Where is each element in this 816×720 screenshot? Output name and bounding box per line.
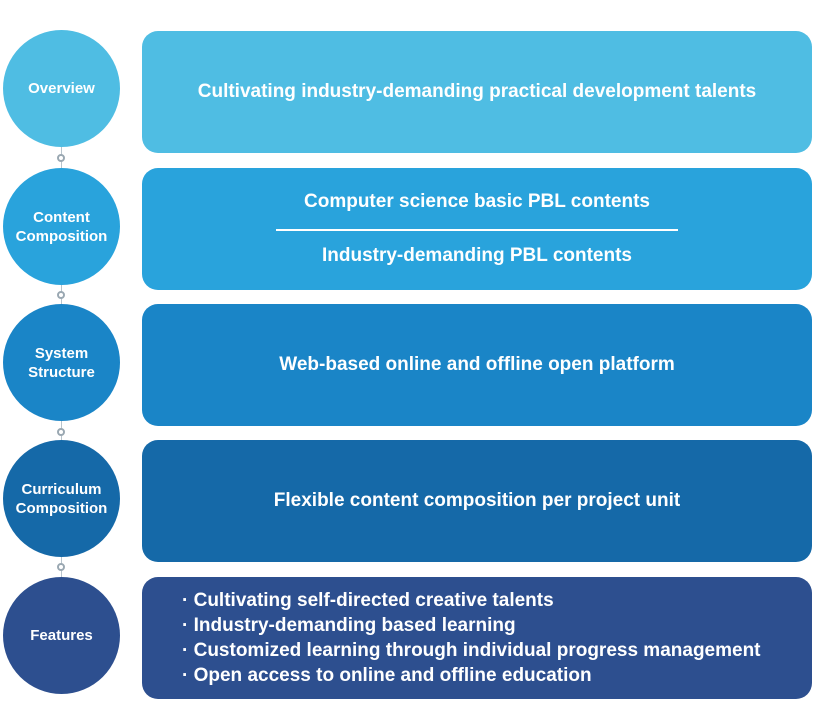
feature-item: · Customized learning through individual… xyxy=(182,640,761,661)
connector-dot xyxy=(57,291,65,299)
feature-item: · Open access to online and offline educ… xyxy=(182,665,592,686)
connector-dot xyxy=(57,563,65,571)
content-composition-circle: Content Composition xyxy=(3,168,120,285)
overview-label: Overview xyxy=(28,80,95,97)
content-composition-text-2: Industry-demanding PBL contents xyxy=(321,245,632,266)
curriculum-composition-box: Flexible content composition per project… xyxy=(142,440,812,562)
features-label: Features xyxy=(30,627,93,644)
system-structure-circle: System Structure xyxy=(3,304,120,421)
features-box: · Cultivating self-directed creative tal… xyxy=(142,577,812,699)
content-composition-label: Content Composition xyxy=(15,208,108,245)
curriculum-composition-text: Flexible content composition per project… xyxy=(273,490,681,511)
curriculum-composition-label: Curriculum Composition xyxy=(15,480,108,517)
curriculum-composition-circle: Curriculum Composition xyxy=(3,440,120,557)
features-list: · Cultivating self-directed creative tal… xyxy=(182,588,772,688)
system-structure-text: Web-based online and offline open platfo… xyxy=(279,354,675,375)
content-composition-box: Computer science basic PBL contents Indu… xyxy=(142,168,812,290)
connector-dot xyxy=(57,154,65,162)
system-structure-box: Web-based online and offline open platfo… xyxy=(142,304,812,426)
content-composition-text-1: Computer science basic PBL contents xyxy=(304,191,650,212)
content-divider xyxy=(276,229,678,231)
connector-dot xyxy=(57,428,65,436)
features-circle: Features xyxy=(3,577,120,694)
system-structure-label: System Structure xyxy=(28,344,95,381)
feature-item: · Cultivating self-directed creative tal… xyxy=(182,590,554,611)
overview-text: Cultivating industry-demanding practical… xyxy=(197,81,757,102)
overview-box: Cultivating industry-demanding practical… xyxy=(142,31,812,153)
feature-item: · Industry-demanding based learning xyxy=(182,615,516,636)
overview-circle: Overview xyxy=(3,30,120,147)
